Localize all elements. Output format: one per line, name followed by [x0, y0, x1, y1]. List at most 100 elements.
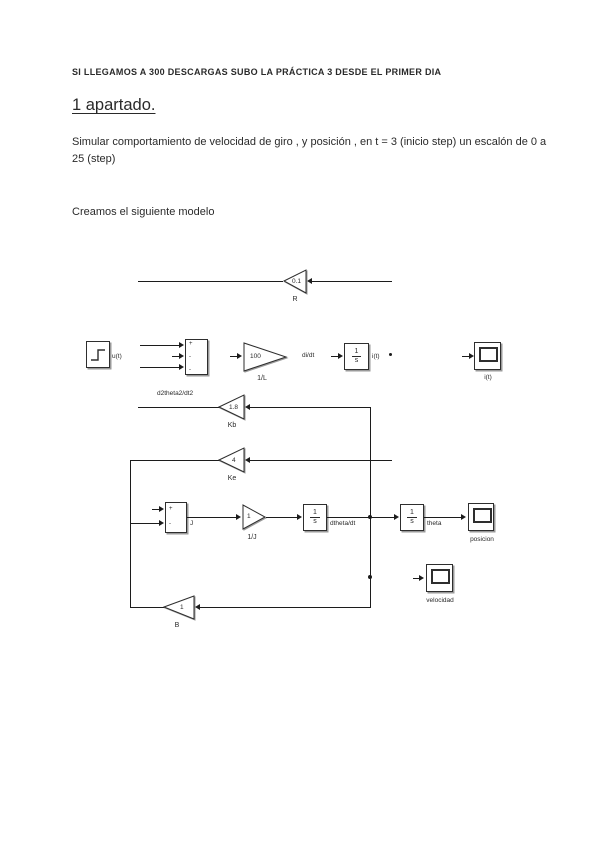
gain-triangle-icon [218, 447, 245, 473]
arrowhead-icon [237, 353, 242, 359]
integrator-fraction: 1 s [345, 344, 368, 369]
gain-ke-value: 4 [232, 457, 236, 464]
step-icon [91, 349, 105, 361]
gain-inductance-label: 1/L [257, 375, 267, 382]
wire [172, 356, 179, 357]
scope-screen-icon [479, 347, 498, 362]
scope-position-label: posicion [470, 536, 494, 543]
arrowhead-icon [338, 353, 343, 359]
arrowhead-icon [245, 404, 250, 410]
step-block [86, 341, 110, 368]
sum-block-electrical: + - - [185, 339, 208, 375]
arrowhead-icon [307, 278, 312, 284]
branch-dot [368, 515, 372, 519]
gain-triangle-icon [243, 342, 288, 372]
integrator-current-block: 1 s [344, 343, 369, 370]
arrowhead-icon [469, 353, 474, 359]
scope-velocity-label: velocidad [426, 597, 454, 604]
sum-sign: - [189, 367, 191, 373]
sum-sign: - [189, 354, 191, 360]
gain-r-value: 0.1 [292, 278, 302, 285]
gain-inductance-block: 100 [243, 342, 288, 372]
integrator-dtheta-block: 1 s [303, 504, 327, 531]
arrowhead-icon [179, 364, 184, 370]
arrowhead-icon [236, 514, 241, 520]
gain-inertia-label: 1/J [247, 534, 257, 541]
gain-inertia-value: 1 [247, 513, 251, 520]
wire [152, 509, 159, 510]
sum-mechanical-label: J [190, 520, 194, 527]
arrowhead-icon [179, 353, 184, 359]
integrator-theta-label: theta [427, 520, 442, 527]
gain-ke-block: 4 [218, 447, 245, 473]
wire [266, 517, 297, 518]
wire-label-d2theta: d2theta2/dt2 [157, 390, 194, 397]
wire [462, 356, 469, 357]
integrator-dtheta-label: dtheta/dt [330, 520, 356, 527]
wire [424, 517, 461, 518]
wire [413, 578, 419, 579]
wire [312, 281, 392, 282]
wire [327, 517, 394, 518]
step-label: u(t) [112, 353, 122, 360]
wire-label-di-dt: di/dt [302, 352, 315, 359]
wire [140, 367, 179, 368]
gain-b-value: 1 [180, 604, 184, 611]
model-caption: Creamos el siguiente modelo [72, 206, 215, 218]
header-text: SI LLEGAMOS A 300 DESCARGAS SUBO LA PRÁC… [72, 67, 442, 77]
gain-kb-value: 1.8 [229, 404, 239, 411]
sum-block-mechanical: + - [165, 502, 187, 533]
wire [230, 356, 237, 357]
gain-inertia-block: 1 [242, 504, 266, 530]
arrowhead-icon [297, 514, 302, 520]
sum-sign: + [169, 506, 173, 512]
wire [130, 460, 220, 461]
gain-r-block: 0.1 [283, 269, 307, 294]
branch-dot [389, 353, 392, 356]
integrator-fraction: 1 s [304, 505, 326, 530]
wire [130, 460, 131, 608]
integrator-current-label: i(t) [372, 353, 380, 360]
frac-numerator: 1 [351, 348, 362, 357]
integrator-theta-block: 1 s [400, 504, 424, 531]
wire [138, 281, 283, 282]
frac-numerator: 1 [310, 509, 320, 518]
gain-ke-label: Ke [227, 475, 237, 482]
scope-position-block [468, 503, 494, 531]
gain-b-label: B [174, 622, 180, 629]
frac-denominator: s [354, 357, 359, 364]
arrowhead-icon [159, 520, 164, 526]
gain-triangle-icon [218, 394, 245, 420]
body-paragraph: Simular comportamiento de velocidad de g… [72, 136, 547, 165]
arrowhead-icon [179, 342, 184, 348]
sum-signs: + - - [189, 341, 193, 373]
arrowhead-icon [159, 506, 164, 512]
arrowhead-icon [245, 457, 250, 463]
section-heading: 1 apartado. [72, 96, 156, 114]
wire [140, 345, 179, 346]
integrator-fraction: 1 s [401, 505, 423, 530]
arrowhead-icon [394, 514, 399, 520]
frac-denominator: s [313, 518, 317, 525]
gain-kb-block: 1.8 [218, 394, 245, 420]
scope-screen-icon [473, 508, 492, 523]
gain-triangle-icon [283, 269, 307, 294]
wire [250, 407, 370, 408]
gain-inductance-value: 100 [250, 353, 261, 360]
arrowhead-icon [461, 514, 466, 520]
scope-screen-icon [431, 569, 450, 584]
wire [331, 356, 338, 357]
gain-triangle-icon [163, 595, 195, 620]
wire [187, 517, 236, 518]
wire [130, 523, 159, 524]
wire [250, 460, 392, 461]
scope-current-block [474, 342, 501, 370]
arrowhead-icon [195, 604, 200, 610]
wire [130, 607, 165, 608]
gain-triangle-icon [242, 504, 266, 530]
wire [370, 407, 371, 608]
branch-dot [368, 575, 372, 579]
scope-velocity-block [426, 564, 453, 592]
